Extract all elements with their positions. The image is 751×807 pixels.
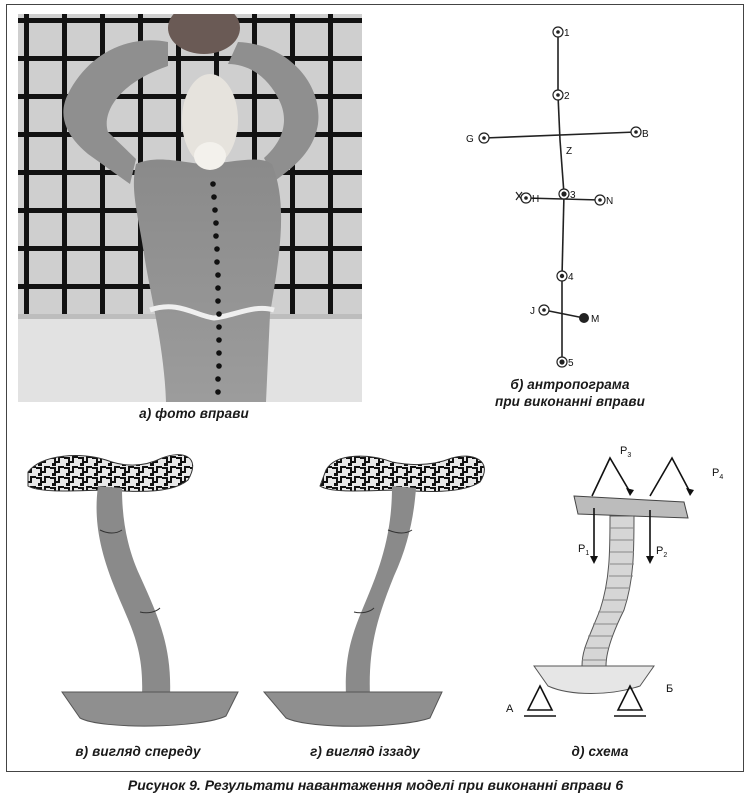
load-scheme: P1 P2 P3 P4 А Б — [506, 445, 723, 717]
point-label-j: J — [530, 306, 535, 317]
anthropogram: 1 2 G B Z 3 H N 4 J M 5 — [466, 26, 649, 369]
point-label-b: B — [642, 129, 649, 140]
anthropogram-caption-line1: б) антропограма — [510, 377, 630, 392]
point-label-2: 2 — [564, 91, 570, 102]
point-label-m: M — [591, 314, 599, 325]
front-view-caption: в) вигляд спереду — [75, 744, 201, 759]
exercise-photo — [18, 14, 362, 402]
point-label-1: 1 — [564, 28, 570, 39]
model-front-view — [27, 454, 239, 727]
force-p4: P4 — [712, 467, 723, 481]
support-label-a: А — [506, 703, 514, 715]
point-label-n: N — [606, 196, 613, 207]
support-label-b: Б — [666, 683, 673, 695]
photo-caption: а) фото вправи — [139, 406, 249, 421]
figure-frame — [6, 4, 744, 772]
point-label-h: H — [532, 194, 539, 205]
force-p1: P1 — [578, 543, 589, 557]
point-label-3: 3 — [570, 190, 576, 201]
point-label-z: Z — [566, 146, 572, 157]
force-p3: P3 — [620, 445, 631, 459]
point-label-g: G — [466, 134, 474, 145]
force-p2: P2 — [656, 545, 667, 559]
back-view-caption: г) вигляд іззаду — [310, 744, 420, 759]
point-label-4: 4 — [568, 272, 574, 283]
anthropogram-caption-line2: при виконанні вправи — [494, 394, 645, 409]
scheme-caption: д) схема — [571, 744, 629, 759]
model-back-view — [262, 455, 485, 727]
point-label-5: 5 — [568, 358, 574, 369]
figure-caption: Рисунок 9. Результати навантаження модел… — [127, 777, 624, 793]
